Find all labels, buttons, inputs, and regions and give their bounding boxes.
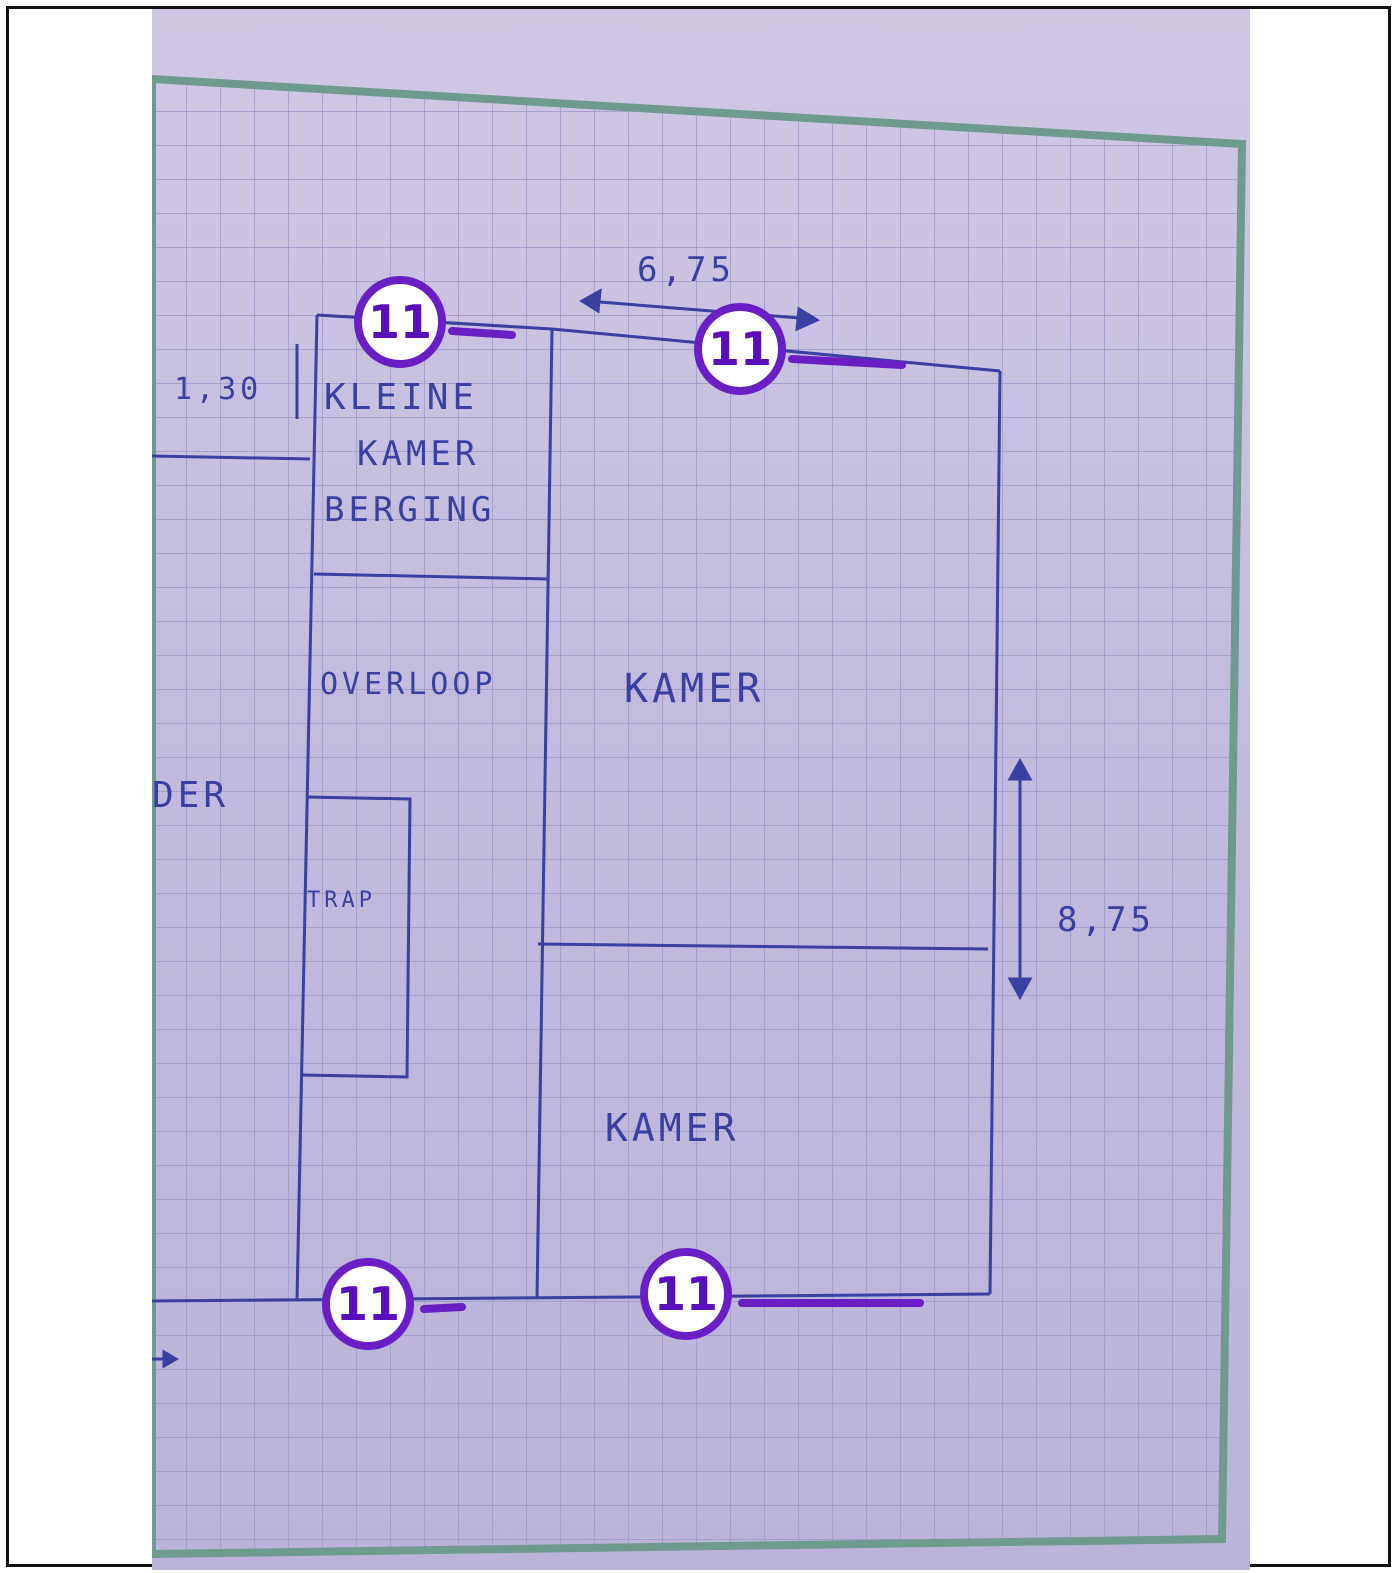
callout-badge: 11	[322, 1258, 414, 1350]
label-partial-left: DER	[152, 775, 229, 816]
label-kleine: KLEINE	[324, 377, 478, 418]
label-trap: TRAP	[307, 888, 376, 913]
dimension-small-room: 1,30	[174, 372, 262, 407]
label-kamer-bottom: KAMER	[605, 1106, 739, 1150]
dimension-arrows	[152, 288, 1033, 1369]
callout-badge: 11	[354, 276, 446, 368]
label-kamer-small: KAMER	[357, 434, 479, 474]
label-berging: BERGING	[324, 490, 495, 530]
callout-leaders	[420, 327, 924, 1313]
label-kamer-top: KAMER	[624, 666, 764, 712]
floor-plan: KLEINE KAMER BERGING OVERLOOP TRAP KAMER…	[152, 74, 1247, 1559]
dimension-right-height: 8,75	[1057, 900, 1155, 940]
callout-badge: 11	[694, 303, 786, 395]
label-overloop: OVERLOOP	[320, 667, 497, 702]
dimension-width: 6,75	[637, 250, 735, 290]
callout-badge: 11	[640, 1248, 732, 1340]
walls	[152, 313, 1002, 1303]
graph-paper	[152, 74, 1247, 1559]
